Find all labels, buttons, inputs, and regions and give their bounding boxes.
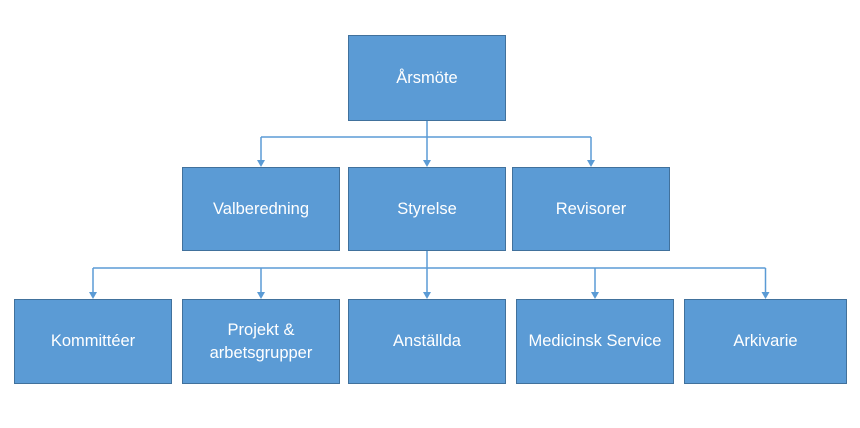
node-label: Medicinsk Service bbox=[528, 332, 662, 351]
arrow-head-icon bbox=[591, 292, 599, 299]
node-valberedning: Valberedning bbox=[182, 167, 340, 251]
node-kommitteer: Kommittéer bbox=[14, 299, 172, 384]
node-anstallda: Anställda bbox=[348, 299, 506, 384]
node-arkivarie: Arkivarie bbox=[684, 299, 847, 384]
arrow-head-icon bbox=[257, 160, 265, 167]
node-label: Årsmöte bbox=[396, 68, 458, 87]
arrow-head-icon bbox=[761, 292, 770, 299]
node-projekt-arbetsgrupper: Projekt & arbetsgrupper bbox=[182, 299, 340, 384]
node-label: Projekt & arbetsgrupper bbox=[209, 321, 313, 362]
node-label: Styrelse bbox=[397, 199, 457, 218]
node-label: Revisorer bbox=[555, 199, 627, 218]
node-arsmote: Årsmöte bbox=[348, 35, 506, 121]
node-styrelse: Styrelse bbox=[348, 167, 506, 251]
node-label: Arkivarie bbox=[733, 332, 798, 351]
arrow-head-icon bbox=[423, 160, 431, 167]
node-label: Kommittéer bbox=[50, 332, 136, 351]
node-revisorer: Revisorer bbox=[512, 167, 670, 251]
arrow-head-icon bbox=[89, 292, 97, 299]
node-medicinsk-service: Medicinsk Service bbox=[516, 299, 674, 384]
node-label: Valberedning bbox=[212, 199, 310, 218]
node-label: Anställda bbox=[393, 332, 461, 351]
arrow-head-icon bbox=[423, 292, 431, 299]
arrow-head-icon bbox=[587, 160, 595, 167]
arrow-head-icon bbox=[257, 292, 265, 299]
